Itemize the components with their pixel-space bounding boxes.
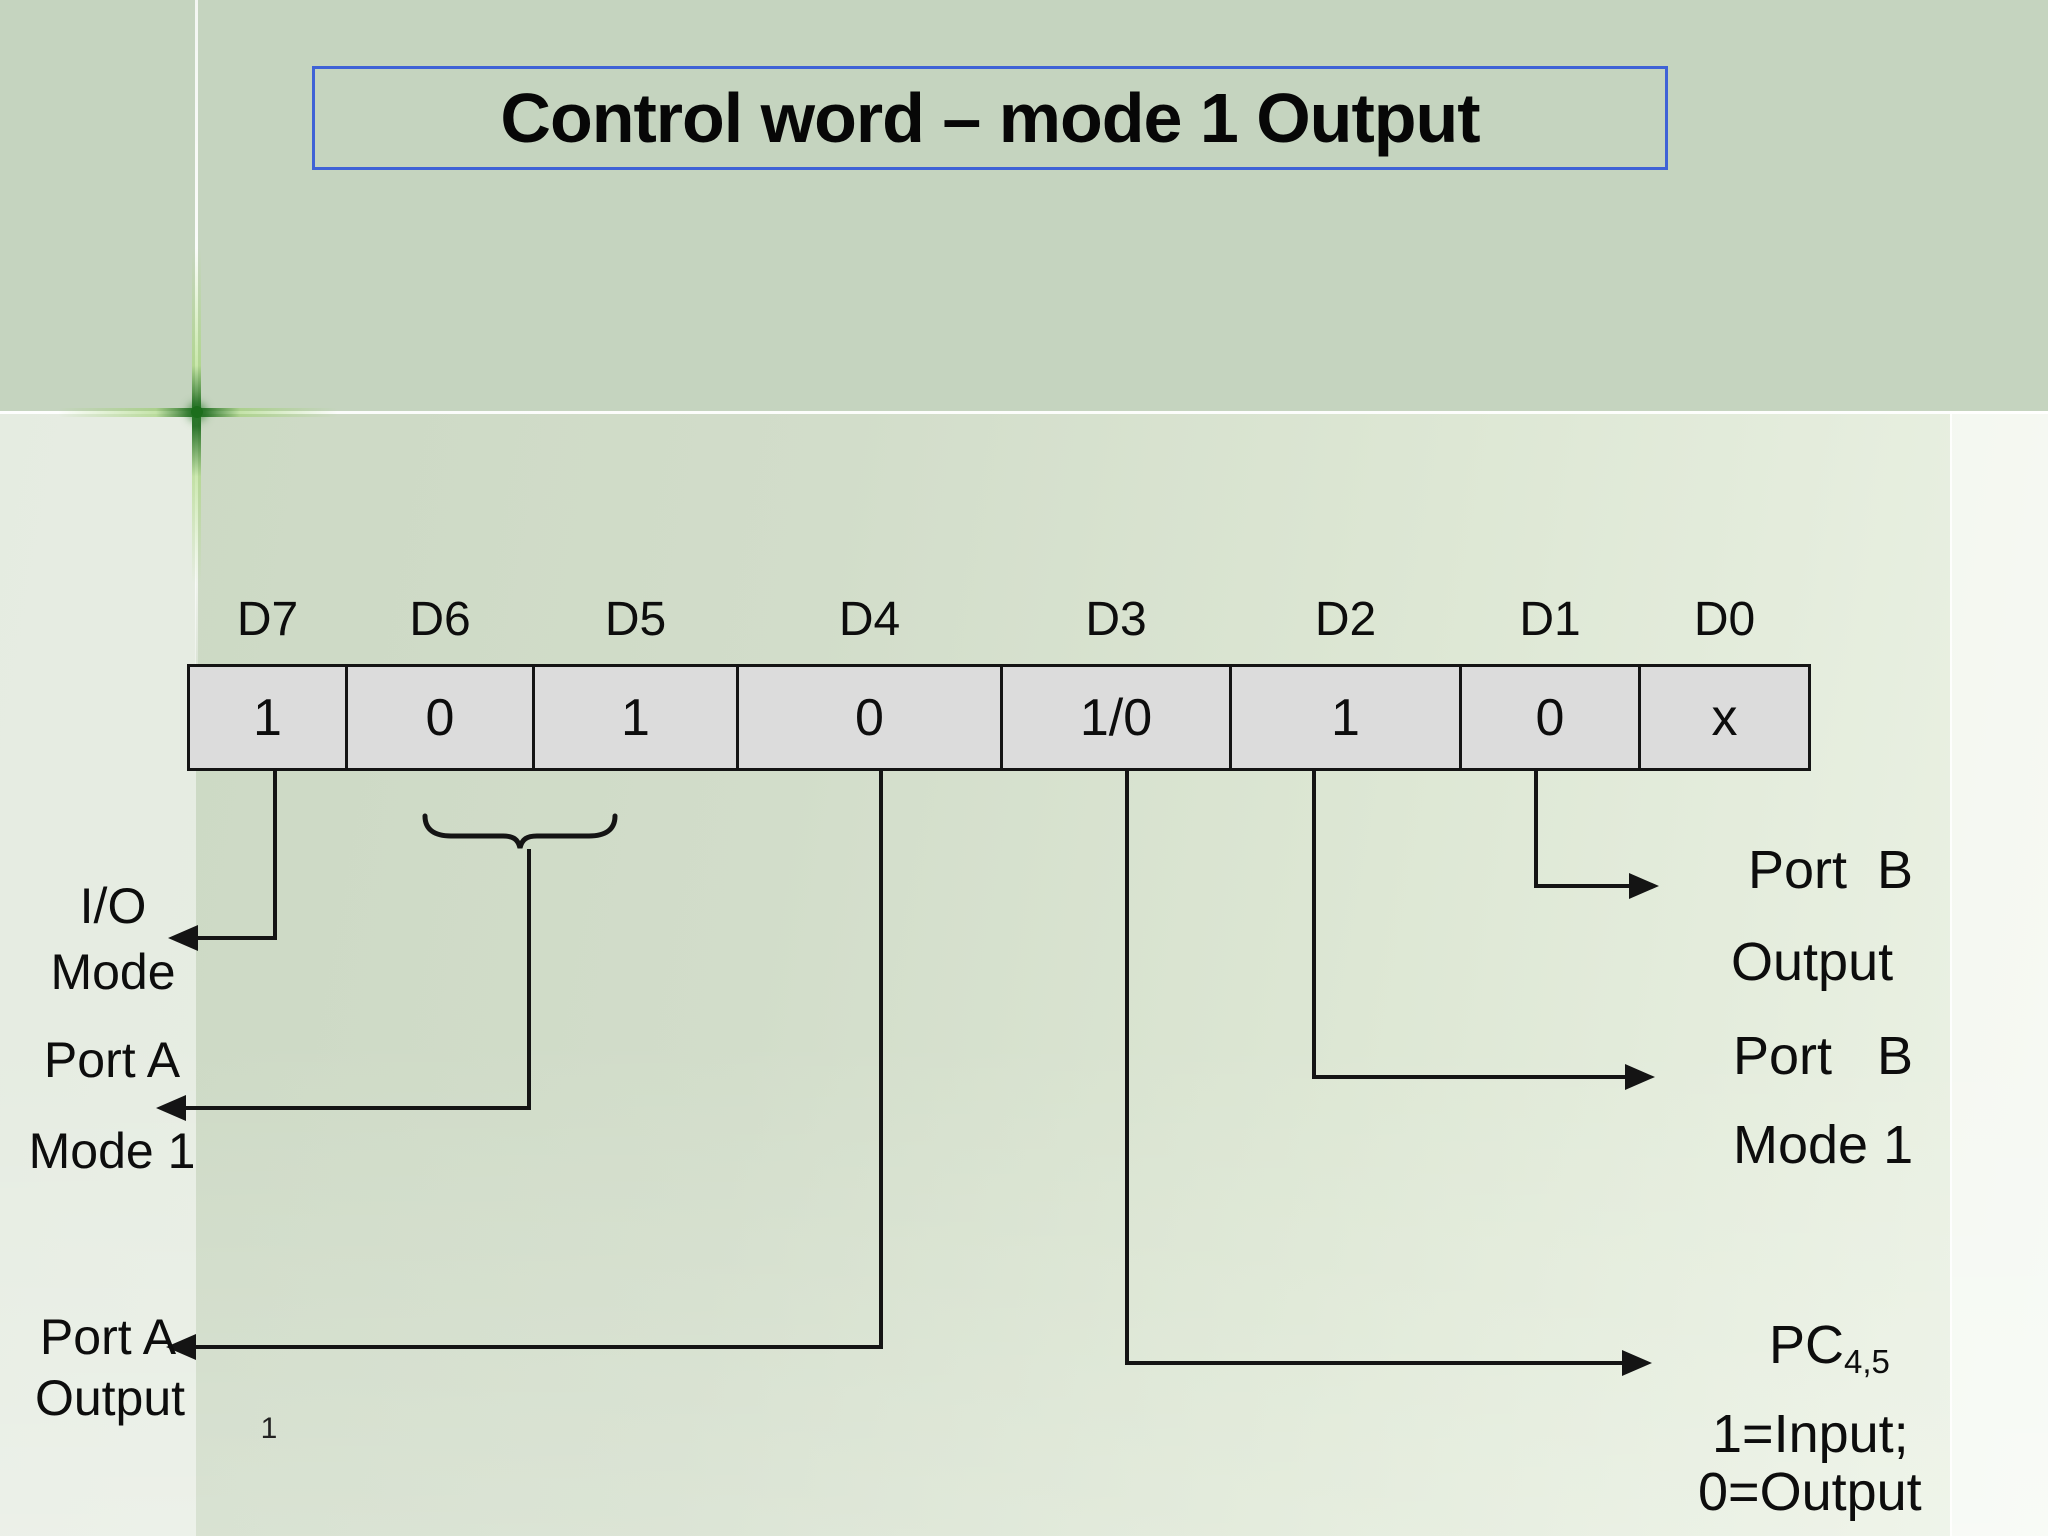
label-porta-output-line2: Output: [34, 1370, 186, 1426]
line-d4-vertical: [879, 768, 883, 1347]
label-io-mode-line1: I/O: [79, 878, 147, 934]
bit-label-d0: D0: [1693, 593, 1756, 646]
pc45-base: PC: [1769, 1315, 1845, 1375]
line-d1-horizontal: [1534, 884, 1635, 888]
flare-center-icon: [191, 406, 203, 418]
bit-label-d2: D2: [1314, 593, 1377, 646]
bit-label-d3: D3: [1085, 593, 1147, 646]
line-d1-vertical: [1534, 768, 1538, 886]
line-d2-vertical: [1312, 768, 1316, 1077]
bit-cell-d6: 0: [345, 664, 535, 771]
curly-brace-d6-d5: [422, 813, 618, 849]
label-portb-mode1-line2: Mode 1: [1733, 1115, 1914, 1175]
arrowhead-portb-output-icon: [1629, 873, 1659, 899]
bit-cell-d7: 1: [187, 664, 348, 771]
label-portb-output-line1: Port B: [1748, 840, 1914, 900]
bit-label-d4: D4: [838, 593, 901, 646]
line-brace-vertical: [527, 849, 531, 1108]
label-porta-mode1-line2: Mode 1: [28, 1123, 196, 1179]
label-portb-mode1-line1: Port B: [1733, 1026, 1914, 1086]
arrowhead-io-mode-icon: [168, 925, 198, 951]
bit-label-d1: D1: [1519, 593, 1581, 646]
line-d3-vertical: [1125, 768, 1129, 1363]
background-right-light-band: [1950, 411, 2048, 1536]
bit-cell-d1: 0: [1459, 664, 1641, 771]
page-number: 1: [260, 1412, 278, 1445]
bit-cell-d2: 1: [1229, 664, 1462, 771]
line-d7-vertical: [273, 768, 277, 940]
title-box: Control word – mode 1 Output: [312, 66, 1668, 170]
bit-cell-d0: x: [1638, 664, 1811, 771]
label-pc45-legend-line2: 0=Output: [1698, 1462, 1922, 1522]
line-d4-horizontal: [188, 1345, 883, 1349]
bit-label-d7: D7: [236, 593, 299, 646]
label-porta-mode1-line1: Port A: [43, 1032, 181, 1088]
bit-cell-d4: 0: [736, 664, 1003, 771]
page-title: Control word – mode 1 Output: [500, 79, 1480, 157]
bit-label-d5: D5: [604, 593, 667, 646]
label-pc45: PC4,5: [1769, 1318, 1890, 1378]
bit-label-d6: D6: [409, 593, 471, 646]
arrowhead-portb-mode1-icon: [1625, 1064, 1655, 1090]
label-io-mode-line2: Mode: [50, 944, 176, 1000]
arrowhead-pc45-icon: [1622, 1350, 1652, 1376]
line-porta-mode1-horizontal: [178, 1106, 531, 1110]
line-d3-horizontal: [1125, 1361, 1628, 1365]
bit-cell-d3: 1/0: [1000, 664, 1232, 771]
arrowhead-porta-output-icon: [166, 1334, 196, 1360]
template-horizontal-line: [0, 411, 2048, 414]
line-d7-horizontal: [190, 936, 277, 940]
pc45-subscript: 4,5: [1844, 1343, 1890, 1380]
bit-cell-d5: 1: [532, 664, 739, 771]
line-d2-horizontal: [1312, 1075, 1631, 1079]
label-pc45-legend-line1: 1=Input;: [1712, 1404, 1909, 1464]
background-left-light-band: [0, 411, 196, 1536]
label-portb-output-line2: Output: [1731, 932, 1894, 992]
label-porta-output-line1: Port A: [39, 1309, 177, 1365]
arrowhead-porta-mode1-icon: [156, 1095, 186, 1121]
